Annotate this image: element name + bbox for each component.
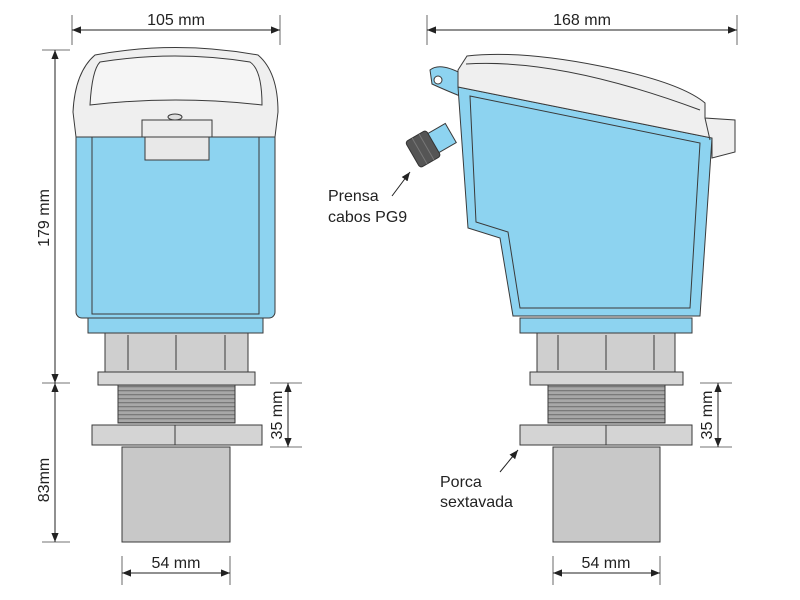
- callout-label: Porca: [440, 474, 482, 491]
- front-view: [72, 47, 279, 543]
- callout-label: Prensa: [328, 188, 379, 205]
- dim-label: 54 mm: [152, 555, 201, 572]
- dim-label: 35 mm: [699, 391, 716, 440]
- dim-label: 83mm: [36, 458, 53, 502]
- dimension-thread-side: 35 mm: [699, 382, 732, 448]
- dim-label: 35 mm: [269, 391, 286, 440]
- cable-gland: [405, 122, 457, 168]
- dimension-side-width: 168 mm: [426, 12, 738, 45]
- callout-label: cabos PG9: [328, 209, 407, 226]
- dimension-thread-front: 35 mm: [269, 382, 302, 448]
- dimension-diameter-front: 54 mm: [121, 555, 231, 585]
- dim-label: 179 mm: [36, 189, 53, 247]
- dimension-front-width: 105 mm: [71, 12, 281, 45]
- callout-label: sextavada: [440, 494, 513, 511]
- dim-label: 168 mm: [553, 12, 611, 29]
- mounting-ear-hole: [433, 75, 443, 85]
- callout-hex-nut: Porca sextavada: [440, 449, 519, 511]
- dim-label: 54 mm: [582, 555, 631, 572]
- sensor-sleeve: [552, 446, 661, 543]
- latch: [144, 135, 210, 161]
- hex-nut: [91, 424, 263, 446]
- dim-label: 105 mm: [147, 12, 205, 29]
- thread: [547, 384, 666, 424]
- sensor-sleeve: [121, 446, 231, 543]
- dimension-housing-height: 179 mm 83mm: [36, 49, 70, 543]
- dimension-diameter-side: 54 mm: [552, 555, 661, 585]
- lid: [457, 53, 736, 159]
- thread: [117, 384, 236, 424]
- side-view: [405, 53, 736, 543]
- callout-cable-gland: Prensa cabos PG9: [328, 171, 411, 226]
